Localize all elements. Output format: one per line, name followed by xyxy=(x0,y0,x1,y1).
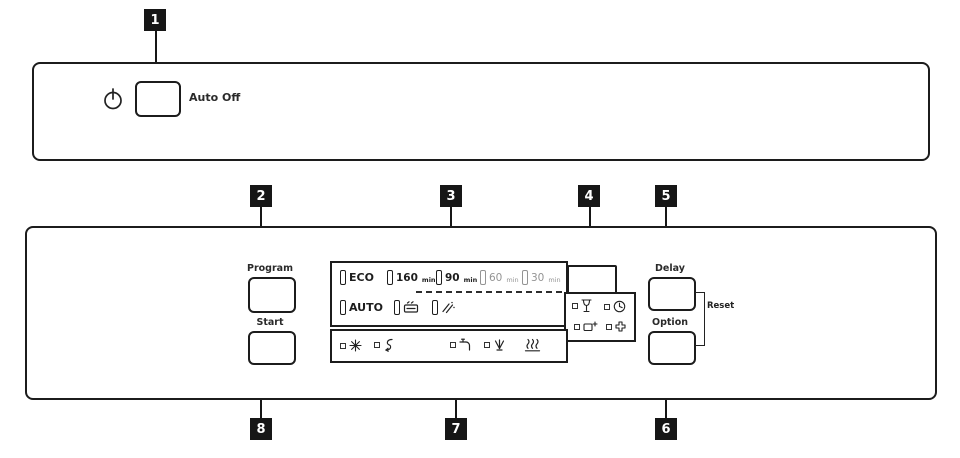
rinse-aid-indicator xyxy=(340,339,362,352)
program-eco: ECO xyxy=(340,270,374,285)
glass-care-icon xyxy=(580,299,592,313)
callout-1-line xyxy=(155,31,157,80)
salt-indicator xyxy=(374,338,394,352)
led-square xyxy=(606,323,612,330)
program-eco-label: ECO xyxy=(349,271,374,284)
rinse-aid-icon xyxy=(348,339,362,352)
option-button xyxy=(648,331,696,365)
program-60min-label: 60 xyxy=(489,271,503,284)
option-button-label: Option xyxy=(652,317,688,328)
led-bar-icon xyxy=(387,270,393,285)
callout-4: 4 xyxy=(578,185,600,207)
water-tap-icon xyxy=(458,338,472,351)
dashed-separator xyxy=(416,291,562,293)
power-button xyxy=(135,81,181,117)
program-160min-unit: min xyxy=(421,276,436,284)
salt-icon xyxy=(383,338,394,352)
reset-bracket xyxy=(695,292,705,346)
top-panel: Auto Off xyxy=(32,62,930,161)
program-pan xyxy=(394,300,419,315)
led-bar-icon xyxy=(436,270,442,285)
spray-arm-icon xyxy=(493,338,506,351)
tab-plus-icon xyxy=(582,321,598,332)
water-tap-indicator xyxy=(450,338,472,351)
power-standby-icon xyxy=(102,87,124,111)
callout-1: 1 xyxy=(144,9,166,31)
led-square xyxy=(572,303,578,309)
extra-dry-indicator xyxy=(606,321,626,332)
timer-icon xyxy=(613,300,626,313)
led-square xyxy=(604,303,610,310)
program-30min-unit: min xyxy=(548,276,561,284)
led-bar-icon xyxy=(340,270,346,285)
callout-2: 2 xyxy=(250,185,272,207)
led-square xyxy=(340,342,346,349)
led-bar-icon xyxy=(522,270,528,285)
program-intensive xyxy=(432,300,455,315)
extra-dry-icon xyxy=(614,321,626,332)
callout-5: 5 xyxy=(655,185,677,207)
program-30min-label: 30 xyxy=(531,271,545,284)
auto-off-label: Auto Off xyxy=(189,91,241,104)
callout-3: 3 xyxy=(440,185,462,207)
drying-indicator xyxy=(524,338,541,352)
program-90min-label: 90 xyxy=(445,271,460,284)
delay-button-label: Delay xyxy=(655,263,685,274)
led-bar-icon xyxy=(480,270,486,285)
intensive-spray-icon xyxy=(441,301,455,314)
callout-7: 7 xyxy=(445,418,467,440)
led-square xyxy=(484,341,490,348)
program-button-label: Program xyxy=(247,263,293,274)
led-bar-icon xyxy=(394,300,400,315)
program-button xyxy=(248,277,296,313)
led-bar-icon xyxy=(340,300,346,315)
timer-indicator xyxy=(604,300,626,313)
led-bar-icon xyxy=(432,300,438,315)
callout-6: 6 xyxy=(655,418,677,440)
tab-counter-indicator xyxy=(574,321,598,332)
led-square xyxy=(450,341,456,348)
start-button-label: Start xyxy=(256,317,284,328)
option-indicator-box xyxy=(564,292,636,342)
pan-icon xyxy=(403,301,419,314)
start-button xyxy=(248,331,296,365)
program-auto: AUTO xyxy=(340,300,383,315)
program-auto-label: AUTO xyxy=(349,301,383,314)
reset-label: Reset xyxy=(707,301,735,311)
delay-button xyxy=(648,277,696,311)
drying-icon xyxy=(524,338,541,352)
glass-care-indicator xyxy=(572,299,592,313)
program-60min-unit: min xyxy=(506,276,519,284)
spray-arm-indicator xyxy=(484,338,506,351)
status-indicator-box xyxy=(330,329,568,363)
callout-8: 8 xyxy=(250,418,272,440)
program-90min-unit: min xyxy=(463,276,478,284)
led-square xyxy=(574,323,580,330)
led-square xyxy=(374,342,380,348)
program-160min-label: 160 xyxy=(396,271,418,284)
